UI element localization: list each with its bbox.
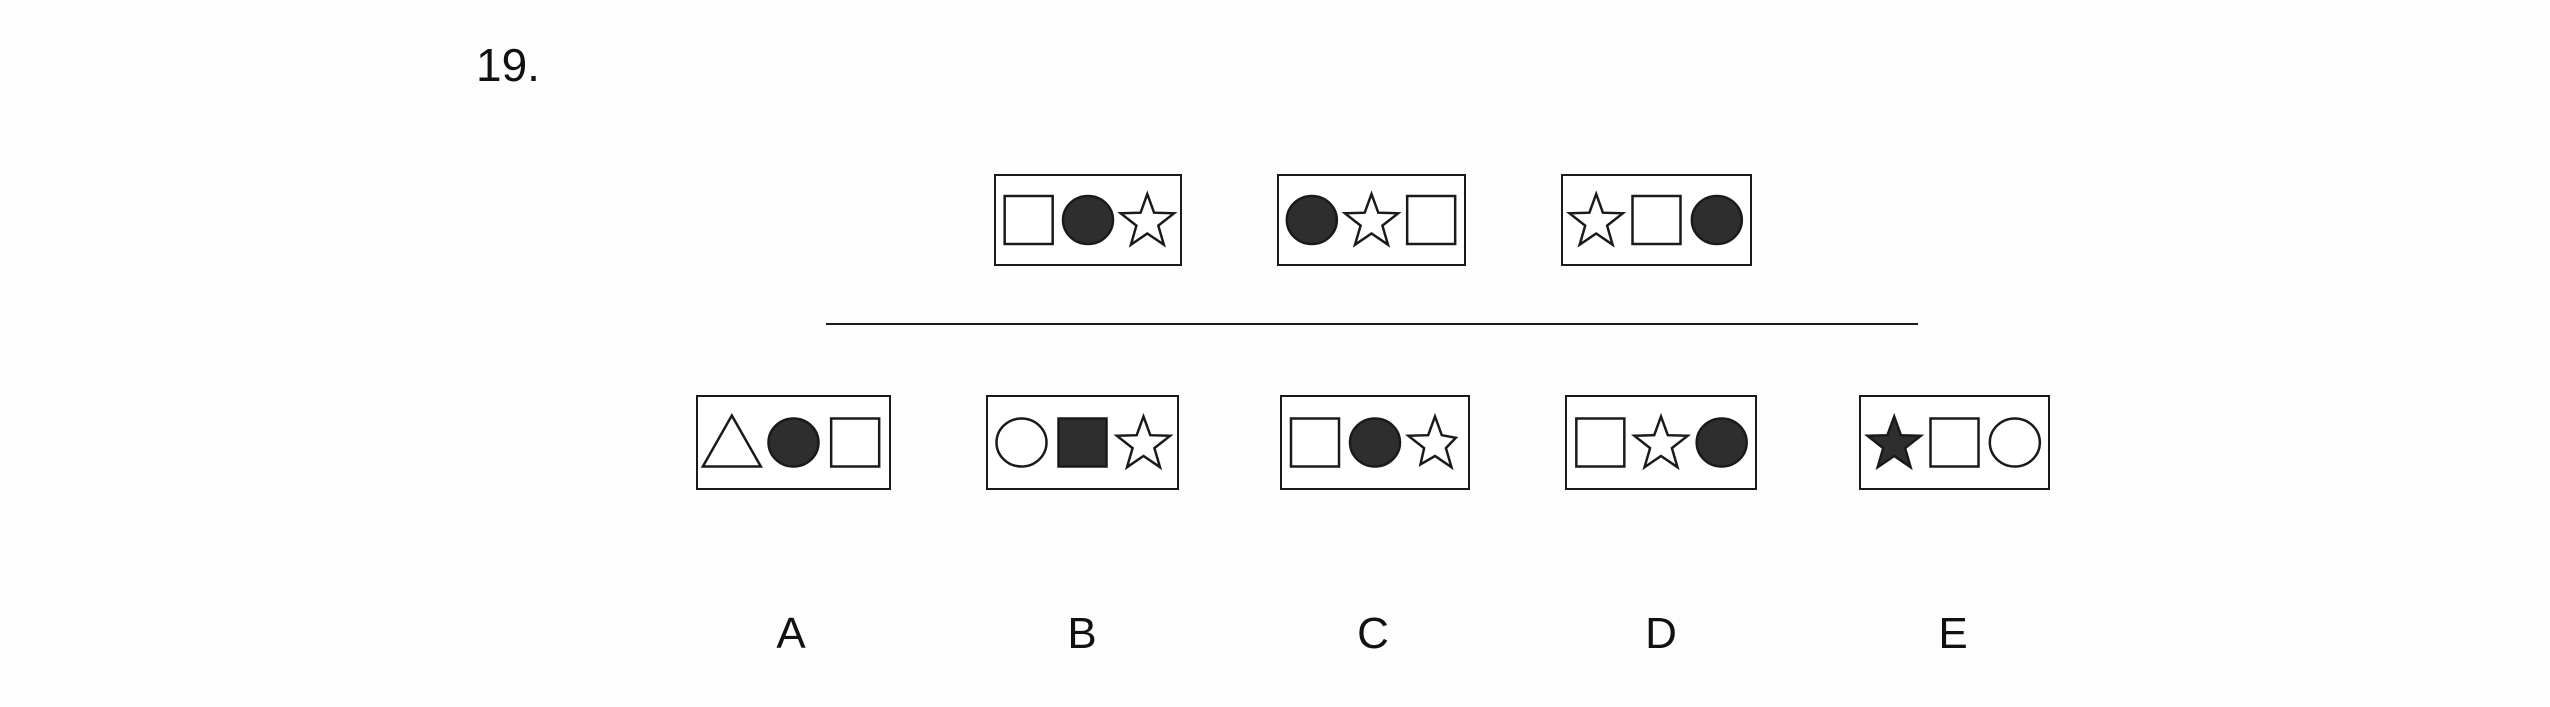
triangle-outline-icon — [700, 412, 763, 468]
option-box-a[interactable] — [696, 395, 891, 490]
star-filled-icon — [1864, 412, 1925, 471]
shape-group — [1289, 412, 1459, 471]
square-filled-icon — [1057, 417, 1108, 468]
option-label-b[interactable]: B — [1067, 609, 1097, 658]
circle-filled-icon — [1690, 194, 1744, 246]
star-outline-icon — [1566, 190, 1627, 248]
circle-filled-icon — [1348, 417, 1402, 468]
option-box-e[interactable] — [1859, 395, 2050, 490]
option-box-d[interactable] — [1565, 395, 1757, 490]
circle-filled-icon — [767, 417, 820, 468]
example-box-3 — [1561, 174, 1752, 266]
star-outline-icon — [1113, 412, 1174, 471]
circle-filled-icon — [1695, 417, 1748, 468]
circle-outline-icon — [995, 417, 1048, 468]
option-label-d[interactable]: D — [1645, 609, 1677, 658]
option-label-c[interactable]: C — [1357, 609, 1389, 658]
shape-group — [1566, 190, 1744, 248]
shape-group — [1285, 190, 1457, 248]
star-outline-icon — [1341, 190, 1402, 248]
option-label-a[interactable]: A — [776, 609, 806, 658]
star-outline-icon — [1630, 412, 1692, 471]
square-outline-icon — [1575, 417, 1626, 468]
option-label-e[interactable]: E — [1938, 609, 1968, 658]
shape-group — [1864, 412, 2042, 471]
star-outline-icon — [1117, 190, 1178, 248]
divider-line — [826, 323, 1918, 325]
example-box-1 — [994, 174, 1182, 266]
circle-outline-icon — [1988, 417, 2042, 468]
shape-group — [995, 412, 1174, 471]
circle-filled-icon — [1061, 194, 1115, 246]
option-box-b[interactable] — [986, 395, 1179, 490]
star-outline-icon — [1404, 412, 1459, 471]
square-outline-icon — [1929, 417, 1980, 468]
square-outline-icon — [829, 417, 881, 468]
square-outline-icon — [1289, 417, 1341, 468]
square-outline-icon — [1003, 194, 1054, 246]
square-outline-icon — [1631, 194, 1682, 246]
square-outline-icon — [1405, 194, 1457, 246]
shape-group — [700, 412, 881, 468]
option-box-c[interactable] — [1280, 395, 1470, 490]
circle-filled-icon — [1285, 194, 1339, 246]
shape-group — [1575, 412, 1748, 471]
example-box-2 — [1277, 174, 1466, 266]
shape-group — [1003, 190, 1178, 248]
question-number: 19. — [476, 39, 540, 91]
